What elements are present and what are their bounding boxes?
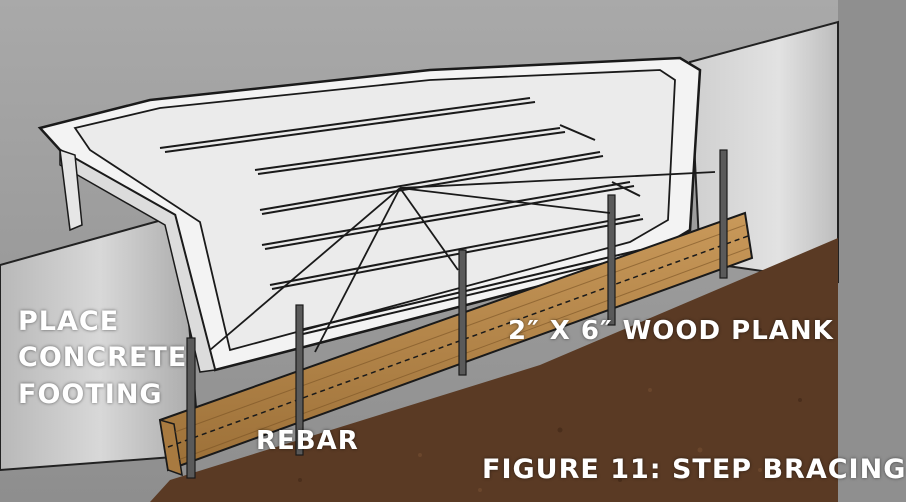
rebar-stake [719,149,728,279]
place-label-line: FOOTING [18,378,163,410]
rebar-stakes [186,149,728,479]
wood-plank-label: 2″ X 6″ WOOD PLANK [508,316,834,346]
ground-texture [298,328,802,492]
rebar-stake [295,304,304,456]
place-label-line: CONCRETE [18,342,188,374]
step-bracing-illustration [0,0,839,502]
rebar-label: REBAR [256,426,359,456]
ground [150,238,838,502]
rebar-stake [607,194,616,326]
leader-lines [209,171,716,353]
rebar-stake [186,337,196,479]
place-label-line: PLACE [18,306,120,337]
rebar-stake [458,249,467,376]
place-concrete-footing-label: PLACE CONCRETE FOOTING [18,306,188,417]
figure-caption: FIGURE 11: STEP BRACING [482,454,906,485]
